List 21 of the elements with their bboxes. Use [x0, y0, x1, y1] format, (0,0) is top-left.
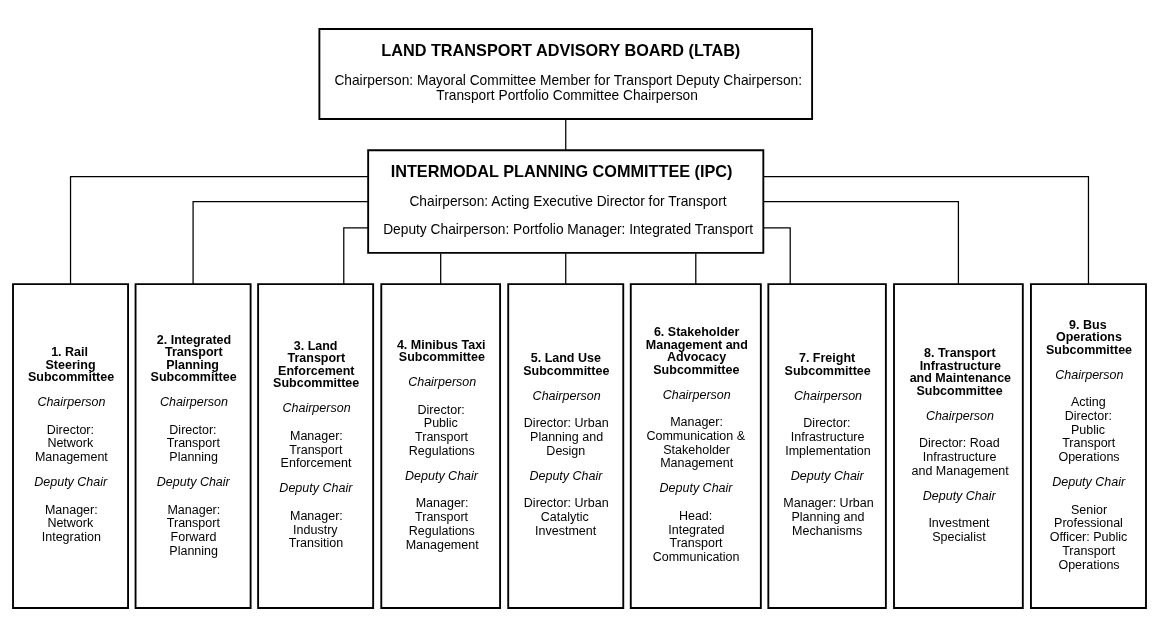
- node-box: 1. Rail Steering Subcommittee Chairperson Director: Network Management Deputy Chair Manager: Network Integration: [12, 283, 129, 609]
- connector: [763, 200, 960, 285]
- node-box: 9. Bus Operations Subcommittee Chairperson Acting Director: Public Transport Operations Deputy Chair Senior Professional Officer: Public Transport Operations: [1030, 283, 1147, 609]
- connector: [192, 200, 369, 285]
- connector: [69, 175, 369, 285]
- connector: [762, 175, 1090, 285]
- connector: [762, 227, 791, 285]
- node-box: INTERMODAL PLANNING COMMITTEE (IPC) Chairperson: Acting Executive Director for Transport Deputy Chairperson: Portfolio Manager: Integrated Transport: [367, 149, 765, 254]
- node-box: 7. Freight Subcommittee Chairperson Director: Infrastructure Implementation Deputy Chair Manager: Urban Planning and Mechanisms: [767, 283, 887, 609]
- node-box: 8. Transport Infrastructure and Maintenance Subcommittee Chairperson Director: Road Infrastructure and Management Deputy Chair Investment Specialist: [893, 283, 1024, 609]
- node-box: 2. Integrated Transport Planning Subcommittee Chairperson Director: Transport Planning Deputy Chair Manager: Transport Forward Planning: [134, 283, 252, 609]
- connector: [695, 252, 697, 285]
- node-box: 6. Stakeholder Management and Advocacy Subcommittee Chairperson Manager: Communication & Stakeholder Management Deputy Chair Head: Integrated Transport Communication: [629, 283, 762, 609]
- node-box: 5. Land Use Subcommittee Chairperson Director: Urban Planning and Design Deputy Chair Director: Urban Catalytic Investment: [507, 283, 625, 609]
- node-box: LAND TRANSPORT ADVISORY BOARD (LTAB) Chairperson: Mayoral Committee Member for Transport Deputy Chairperson: Transport Portfolio Committee Chairperson: [318, 28, 814, 120]
- node-box: 4. Minibus Taxi Subcommittee Chairperson Director: Public Transport Regulations Deputy Chair Manager: Transport Regulations Management: [380, 283, 502, 609]
- connector: [440, 252, 442, 285]
- node-box: 3. Land Transport Enforcement Subcommittee Chairperson Manager: Transport Enforcement Deputy Chair Manager: Industry Transition: [257, 283, 375, 609]
- connector: [565, 118, 567, 151]
- connector: [565, 252, 567, 285]
- connector: [343, 227, 369, 285]
